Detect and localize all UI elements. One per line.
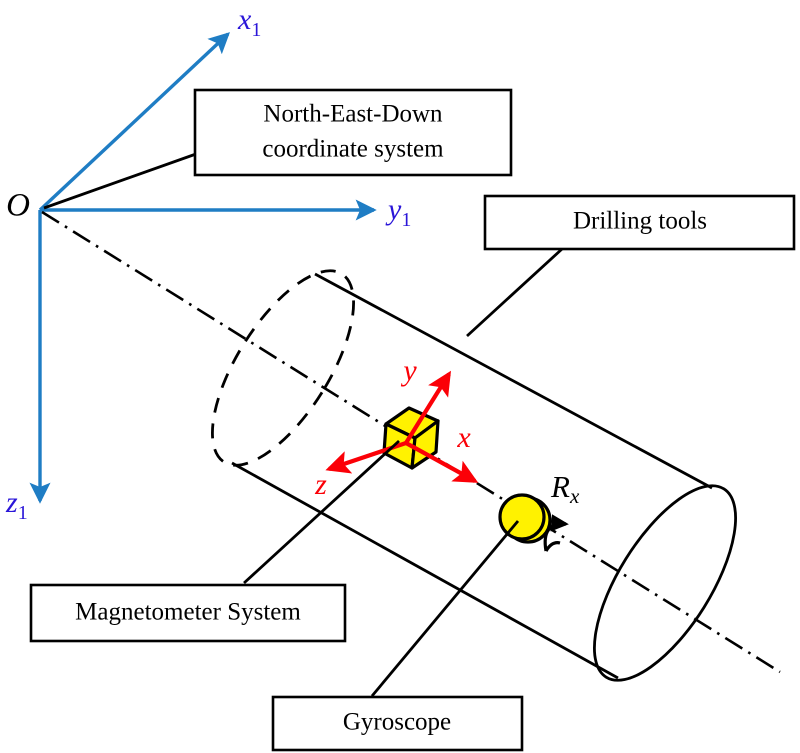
- rotation-indicator: Rx: [543, 469, 580, 552]
- rotation-arc: [543, 514, 569, 552]
- cylinder-back-cap: [211, 269, 355, 467]
- y1-axis-label: y1: [385, 193, 411, 231]
- drilling-tools-callout-box[interactable]: Drilling tools: [483, 194, 796, 251]
- y-axis-label: y: [400, 354, 417, 387]
- cylinder-front-cap: [593, 484, 737, 682]
- rotation-label: Rx: [550, 469, 580, 508]
- ned-leader-line: [43, 152, 197, 210]
- x-axis-label: x: [456, 421, 471, 454]
- gyroscope-rect: [271, 695, 524, 752]
- x-axis-arrow: [404, 441, 479, 483]
- drilling-tool-cylinder: [211, 269, 737, 682]
- gyroscope-leader-line: [370, 520, 520, 697]
- gyroscope-callout-box[interactable]: Gyroscope: [271, 695, 524, 752]
- magnetometer-label: Magnetometer System: [75, 599, 301, 626]
- y-axis-arrow: [404, 370, 451, 445]
- drilling-tools-leader-line: [466, 247, 563, 338]
- z1-axis-label: z1: [5, 486, 28, 524]
- cube-side-face: [410, 419, 440, 470]
- cylinder-upper-edge: [314, 272, 713, 490]
- sphere-main: [498, 493, 546, 541]
- drilling-tools-rect: [483, 194, 796, 251]
- ned-callout-rect: [193, 88, 513, 177]
- z-axis-label: z: [314, 468, 327, 501]
- x1-axis-label: x1: [237, 3, 261, 41]
- cylinder-lower-edge: [231, 461, 619, 680]
- drilling-tools-label: Drilling tools: [573, 208, 707, 235]
- ned-callout-box[interactable]: North-East-Down coordinate system: [193, 88, 513, 177]
- origin-label: O: [6, 188, 30, 224]
- ned-callout-line-2: coordinate system: [262, 136, 444, 163]
- tool-centerline: [41, 210, 781, 674]
- rotation-arc-tail: [544, 541, 561, 552]
- magnetometer-callout-box[interactable]: Magnetometer System: [29, 583, 347, 643]
- x1-axis-arrow: [38, 32, 230, 212]
- magnetometer-leader-line: [243, 439, 400, 585]
- magnetometer-rect: [29, 583, 347, 643]
- ned-callout-line-1: North-East-Down: [263, 101, 443, 128]
- gyroscope-label: Gyroscope: [343, 709, 451, 736]
- ned-coordinate-frame: x1 y1 z1 O: [5, 3, 411, 524]
